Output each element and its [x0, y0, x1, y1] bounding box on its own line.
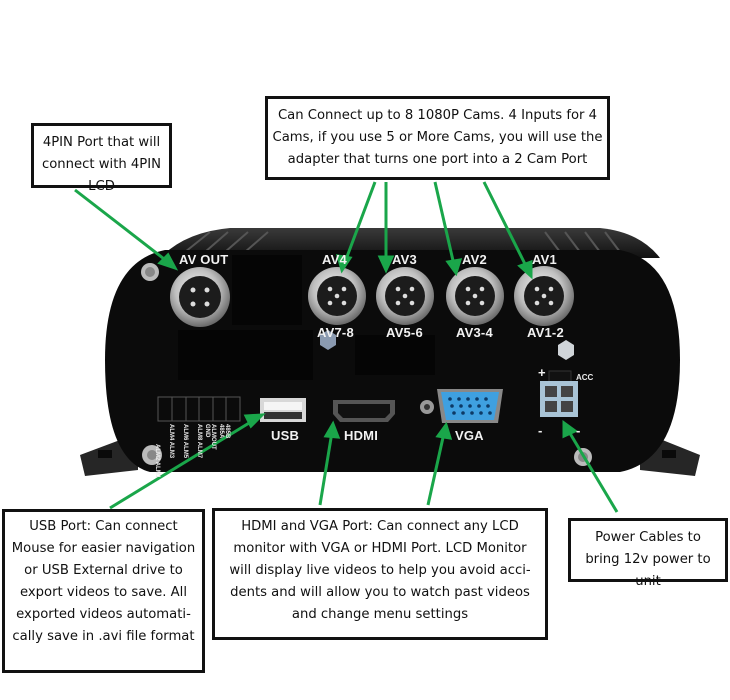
- av4-connector: [308, 267, 366, 325]
- label-av3: AV3: [392, 252, 417, 267]
- label-minus-left: -: [538, 423, 543, 438]
- label-av1-2: AV1-2: [527, 325, 564, 340]
- alarm-terminal-block: [157, 396, 241, 422]
- arrow-lcd: [74, 188, 169, 264]
- av-connectors: [170, 266, 574, 327]
- label-av1: AV1: [532, 252, 557, 267]
- alarm-labels: ALM2 ALM1 ALM4 ALM3 ALM6 ALM5 ALM8 ALM7 …: [154, 424, 248, 478]
- heatsink-fins: [184, 231, 621, 253]
- label-minus-right: -: [576, 423, 581, 438]
- alarm-label: ALM2 ALM1: [154, 444, 160, 479]
- arrow-av2: [433, 181, 456, 266]
- arrow-power: [566, 429, 619, 513]
- av3-connector: [376, 267, 434, 325]
- label-av4: AV4: [322, 252, 347, 267]
- foot-hole-right: [662, 450, 676, 458]
- callout-hdmi-vga: HDMI and VGA Port: Can connect any LCD m…: [212, 508, 548, 640]
- redacted-area: [355, 335, 435, 375]
- label-hdmi: HDMI: [344, 428, 379, 443]
- usb-port: [260, 398, 306, 422]
- redacted-area: [232, 255, 302, 325]
- arrow-av4: [343, 181, 377, 263]
- label-av3-4: AV3-4: [456, 325, 493, 340]
- foot-hole-left: [98, 450, 112, 458]
- arrow-hdmi: [318, 431, 334, 506]
- label-plus: +: [538, 365, 546, 380]
- label-vga: VGA: [455, 428, 484, 443]
- label-av-out: AV OUT: [179, 252, 229, 267]
- arrow-head: [445, 258, 463, 277]
- label-av2: AV2: [462, 252, 487, 267]
- label-acc: ACC: [576, 373, 594, 382]
- label-usb: USB: [271, 428, 300, 443]
- callout-lcd-port: 4PIN Port that will connect with 4PIN LC…: [31, 123, 172, 194]
- arrow-head: [517, 259, 533, 280]
- arrow-head: [562, 420, 578, 439]
- alarm-label: ALMOUT GND: [204, 424, 216, 450]
- alarm-label: ALM6 ALM5: [182, 424, 188, 459]
- callout-power: Power Cables to bring 12v power to unit: [568, 518, 728, 589]
- av2-connector: [446, 267, 504, 325]
- vga-port: [437, 389, 503, 423]
- label-av5-6: AV5-6: [386, 325, 423, 340]
- alarm-label: ALM8 ALM7: [196, 424, 202, 459]
- redacted-area: [178, 330, 313, 380]
- label-av7-8: AV7-8: [317, 325, 354, 340]
- alarm-label: ALM4 ALM3: [168, 424, 174, 459]
- hdmi-port: [333, 400, 395, 422]
- power-connector: [540, 370, 578, 417]
- callout-usb: USB Port: Can connect Mouse for easier n…: [2, 509, 205, 673]
- arrow-usb: [109, 418, 255, 510]
- arrow-av1: [482, 181, 529, 269]
- arrow-head: [243, 413, 266, 429]
- arrow-head: [157, 252, 179, 271]
- arrow-head: [377, 255, 395, 274]
- arrow-head: [435, 421, 453, 440]
- arrow-vga: [426, 432, 446, 506]
- arrow-head: [335, 254, 353, 274]
- callout-cameras: Can Connect up to 8 1080P Cams. 4 Inputs…: [265, 96, 610, 180]
- av-out-connector: [170, 267, 230, 327]
- alarm-label: 485B 485A: [218, 424, 230, 439]
- arrow-head: [323, 420, 341, 439]
- annotation-arrows: [74, 181, 619, 513]
- av1-connector: [514, 266, 574, 326]
